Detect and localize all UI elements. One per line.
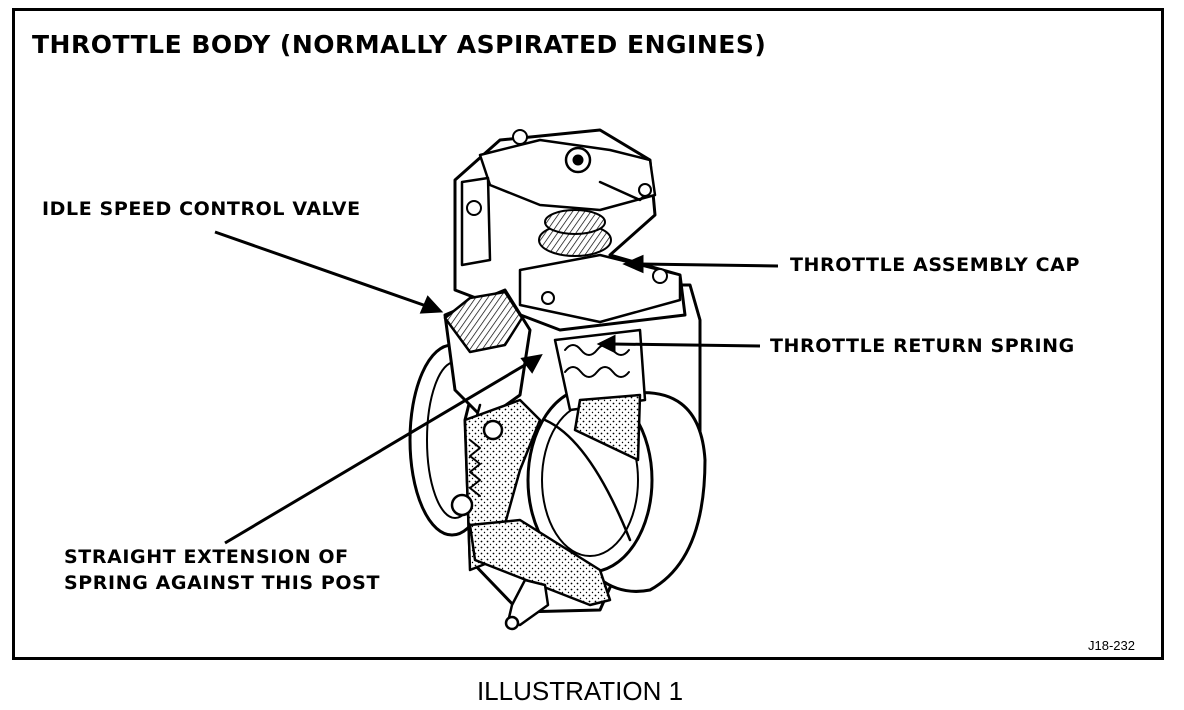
leader-return-spring xyxy=(611,342,761,348)
throttle-lever xyxy=(478,138,657,212)
illustration-caption: ILLUSTRATION 1 xyxy=(476,676,684,706)
diagram-title: THROTTLE BODY (NORMALLY ASPIRATED ENGINE… xyxy=(32,30,767,59)
throttle-plate xyxy=(543,418,632,542)
spring-post-wedge xyxy=(573,393,642,462)
leader-straight-extension xyxy=(224,360,531,545)
figure-id: J18-232 xyxy=(1088,638,1135,653)
isc-valve-cap xyxy=(443,290,524,354)
bottom-stud xyxy=(506,578,550,627)
label-throttle-assembly-cap: THROTTLE ASSEMBLY CAP xyxy=(790,254,1080,276)
label-straight-extension: STRAIGHT EXTENSION OF SPRING AGAINST THI… xyxy=(64,544,380,596)
left-bracket xyxy=(460,176,492,267)
return-spring-coil xyxy=(564,344,630,356)
leader-idle-speed xyxy=(214,230,433,310)
leader-assembly-cap xyxy=(639,262,779,268)
diagram-frame xyxy=(12,8,1164,660)
label-idle-speed-control-valve: IDLE SPEED CONTROL VALVE xyxy=(42,198,361,220)
bottom-rail xyxy=(468,518,612,607)
label-straight-extension-line1: STRAIGHT EXTENSION OF xyxy=(64,546,349,568)
lower-spring xyxy=(469,439,481,497)
label-throttle-return-spring: THROTTLE RETURN SPRING xyxy=(770,335,1075,357)
label-straight-extension-line2: SPRING AGAINST THIS POST xyxy=(64,572,381,594)
